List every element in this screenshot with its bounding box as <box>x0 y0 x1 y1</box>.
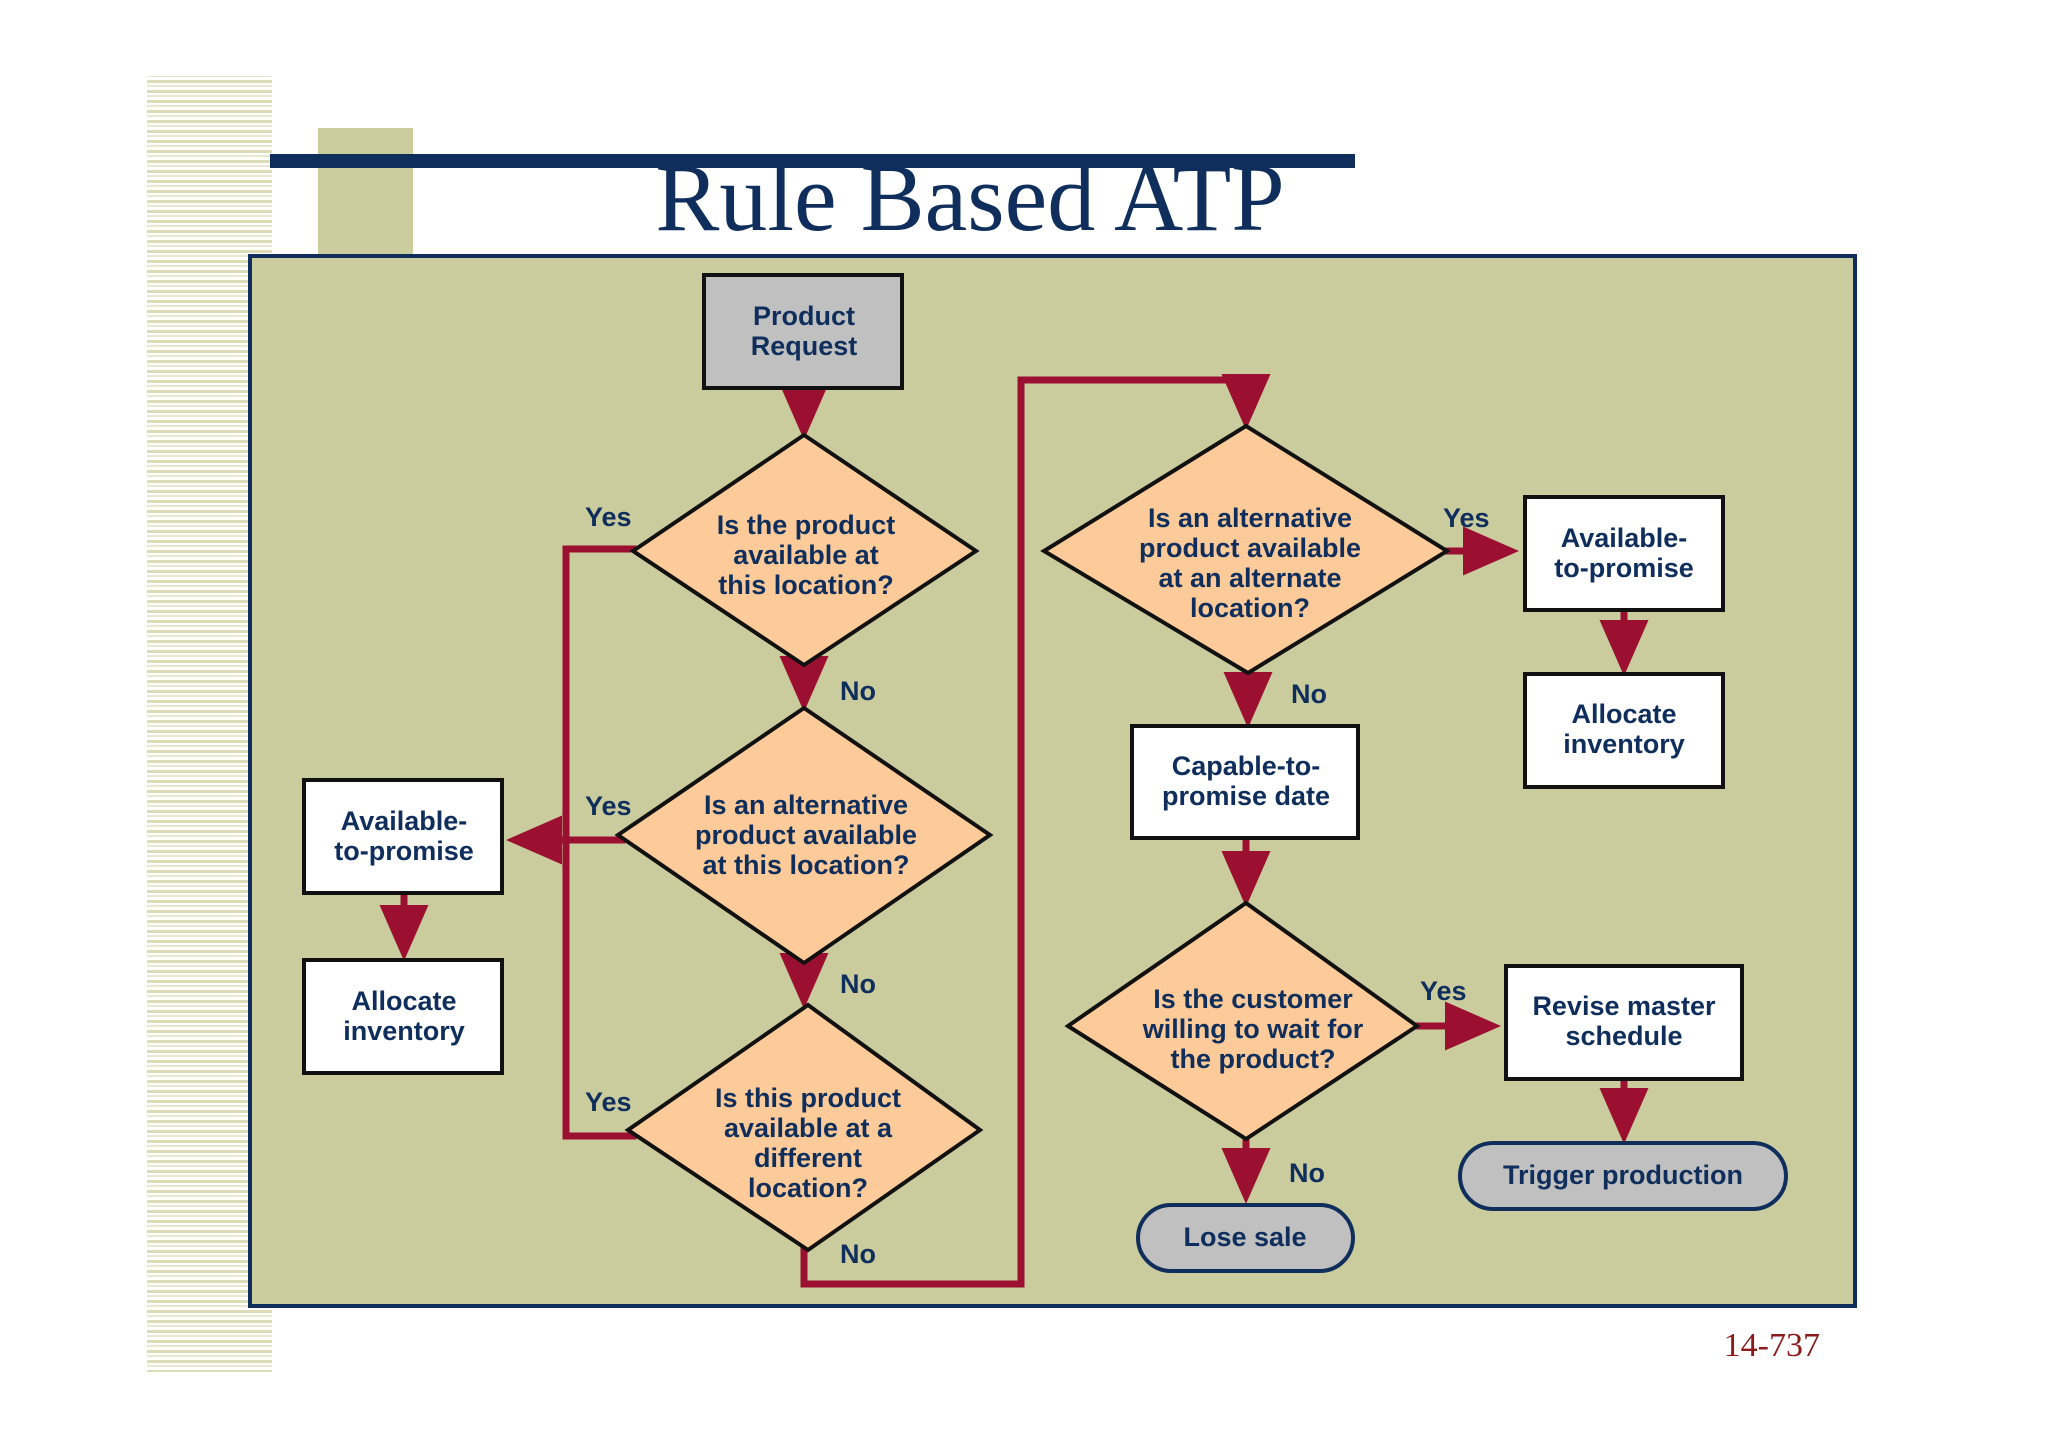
node-ctp <box>1130 724 1360 840</box>
edge-label-d4-yes: Yes <box>1443 503 1490 533</box>
node-d2-alternative-available <box>614 705 994 966</box>
label-lose-sale: Lose sale <box>1183 1222 1306 1252</box>
label-trigger-production: Trigger production <box>1503 1160 1743 1190</box>
label-left-atp: Available-to-promise <box>334 806 474 866</box>
edge-label-d1-no: No <box>840 676 876 706</box>
label-ctp: Capable-to-promise date <box>1162 751 1330 811</box>
node-product-request <box>702 273 904 390</box>
edge-label-d3-yes: Yes <box>585 1087 632 1117</box>
label-right-atp: Available-to-promise <box>1554 523 1694 583</box>
title-bar <box>270 154 1355 168</box>
node-right-allocate <box>1523 672 1725 789</box>
node-trigger-production <box>1458 1141 1788 1211</box>
node-d5-customer-wait <box>1064 900 1421 1142</box>
node-d3-different-location <box>624 1002 984 1253</box>
edge-d3-no <box>800 374 1271 1288</box>
node-right-atp <box>1523 495 1725 612</box>
node-revise-master-schedule <box>1504 964 1744 1081</box>
edge-label-d1-yes: Yes <box>585 502 632 532</box>
edge-label-d2-yes: Yes <box>585 791 632 821</box>
edge-label-d2-no: No <box>840 969 876 999</box>
edge-label-d4-no: No <box>1291 679 1327 709</box>
slide-number: 14-737 <box>1723 1327 1820 1364</box>
title-accent-block <box>318 128 413 258</box>
node-lose-sale <box>1136 1203 1355 1273</box>
node-d1-product-available <box>629 432 980 668</box>
edge-label-d3-no: No <box>840 1239 876 1269</box>
edge-label-d5-no: No <box>1289 1158 1325 1188</box>
node-left-allocate <box>302 958 504 1075</box>
node-left-atp <box>302 778 504 895</box>
edge-label-d5-yes: Yes <box>1420 976 1467 1006</box>
slide-title: Rule Based ATP <box>655 144 1285 251</box>
node-d4-alternate-location <box>1040 423 1451 676</box>
